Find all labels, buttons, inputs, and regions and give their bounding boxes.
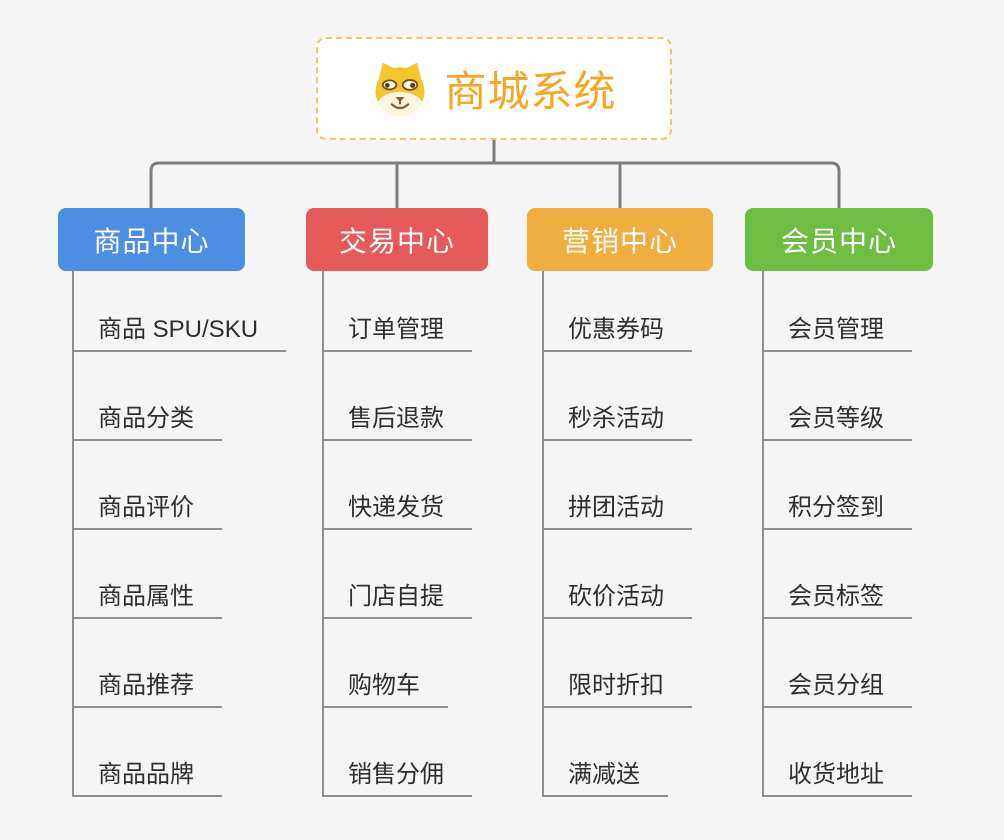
leaf-node[interactable]: 购物车: [324, 672, 448, 708]
leaf-node[interactable]: 商品评价: [74, 494, 222, 530]
branch-children-trade: 订单管理 售后退款 快递发货 门店自提 购物车 销售分佣: [322, 271, 472, 797]
leaf-node[interactable]: 快递发货: [324, 494, 472, 530]
leaf-node[interactable]: 订单管理: [324, 316, 472, 352]
leaf-node[interactable]: 拼团活动: [544, 494, 692, 530]
leaf-node[interactable]: 会员等级: [764, 405, 912, 441]
leaf-node[interactable]: 商品推荐: [74, 672, 222, 708]
leaf-node[interactable]: 收货地址: [764, 761, 912, 797]
root-title: 商城系统: [444, 68, 617, 115]
leaf-node[interactable]: 商品分类: [74, 405, 222, 441]
leaf-node[interactable]: 会员标签: [764, 583, 912, 619]
branch-product-center[interactable]: 商品中心: [58, 208, 245, 271]
branch-marketing-center[interactable]: 营销中心: [527, 208, 713, 271]
branch-children-product: 商品 SPU/SKU 商品分类 商品评价 商品属性 商品推荐 商品品牌: [72, 271, 287, 797]
leaf-node[interactable]: 门店自提: [324, 583, 472, 619]
branch-member-center[interactable]: 会员中心: [745, 208, 933, 271]
branch-children-member: 会员管理 会员等级 积分签到 会员标签 会员分组 收货地址: [762, 271, 912, 797]
leaf-node[interactable]: 销售分佣: [324, 761, 472, 797]
leaf-node[interactable]: 优惠券码: [544, 316, 692, 352]
leaf-node[interactable]: 商品品牌: [74, 761, 222, 797]
leaf-node[interactable]: 限时折扣: [544, 672, 692, 708]
branch-children-marketing: 优惠券码 秒杀活动 拼团活动 砍价活动 限时折扣 满减送: [542, 271, 692, 797]
root-node[interactable]: 商城系统: [316, 37, 672, 140]
leaf-node[interactable]: 砍价活动: [544, 583, 692, 619]
leaf-node[interactable]: 会员管理: [764, 316, 912, 352]
leaf-node[interactable]: 售后退款: [324, 405, 472, 441]
branch-trade-center[interactable]: 交易中心: [306, 208, 488, 271]
leaf-node[interactable]: 满减送: [544, 761, 668, 797]
leaf-node[interactable]: 会员分组: [764, 672, 912, 708]
leaf-node[interactable]: 积分签到: [764, 494, 912, 530]
doge-icon: [371, 60, 429, 118]
leaf-node[interactable]: 商品属性: [74, 583, 222, 619]
leaf-node[interactable]: 商品 SPU/SKU: [74, 316, 287, 352]
leaf-node[interactable]: 秒杀活动: [544, 405, 692, 441]
